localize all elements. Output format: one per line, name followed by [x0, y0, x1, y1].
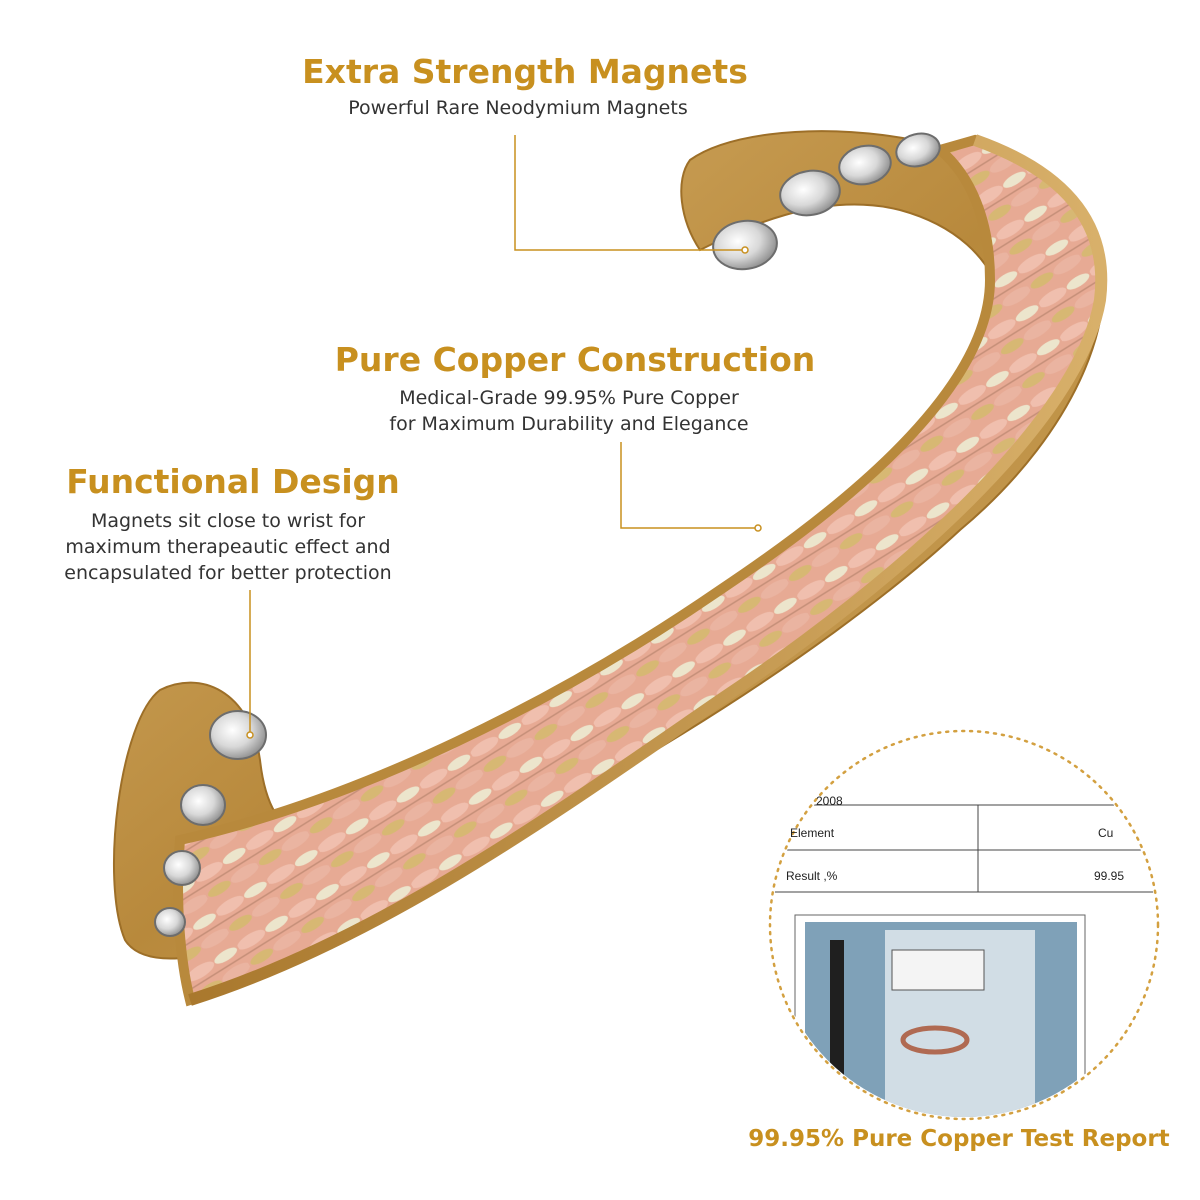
- functional-design-title: Functional Design: [66, 462, 400, 501]
- functional-design-subtitle-line: encapsulated for better protection: [64, 562, 392, 584]
- pure-copper-subtitle-line: Medical-Grade 99.95% Pure Copper: [399, 387, 739, 409]
- test-report-thumbnail: [768, 729, 1160, 1121]
- pure-copper-construction-subtitle: Medical-Grade 99.95% Pure Copper for Max…: [0, 385, 1138, 437]
- left-magnets: [154, 710, 267, 937]
- pure-copper-construction-title: Pure Copper Construction: [334, 340, 816, 379]
- test-report-caption: 99.95% Pure Copper Test Report: [748, 1126, 1170, 1152]
- extra-strength-magnets-subtitle: Powerful Rare Neodymium Magnets: [348, 97, 688, 119]
- bracelet-rim: [188, 134, 1108, 1006]
- extra-strength-magnets-title: Extra Strength Magnets: [302, 52, 748, 91]
- functional-design-subtitle-line: Magnets sit close to wrist for: [90, 510, 366, 532]
- top-magnets: [712, 132, 941, 271]
- functional-design-subtitle: Magnets sit close to wrist for maximum t…: [0, 508, 456, 586]
- callout-lines: [246, 135, 762, 739]
- pure-copper-subtitle-line: for Maximum Durability and Elegance: [389, 413, 749, 435]
- functional-design-subtitle-line: maximum therapeautic effect and: [65, 536, 391, 558]
